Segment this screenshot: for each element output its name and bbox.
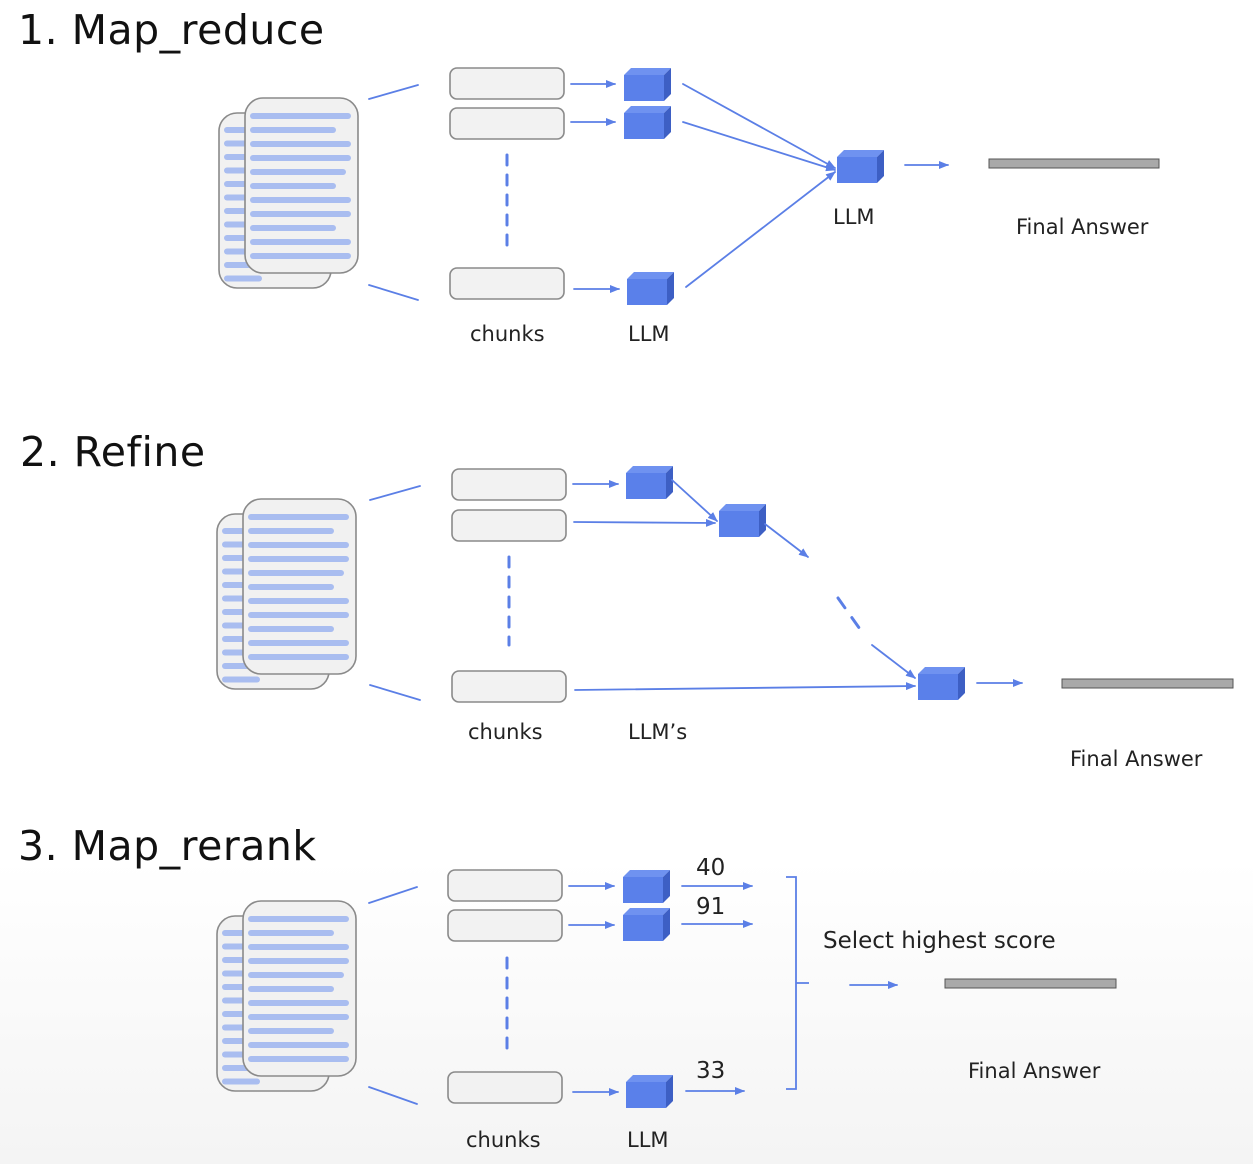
cube-front (627, 279, 667, 305)
cube-front (623, 915, 663, 941)
cube-top (719, 504, 766, 511)
final-answer-label: Final Answer (1016, 215, 1149, 239)
cube-front (624, 113, 664, 139)
llm-label: LLM (627, 1128, 669, 1152)
cube-top (623, 908, 670, 915)
llm-cube-icon (626, 1075, 673, 1108)
chunk-box (447, 1071, 563, 1104)
cube-side (663, 870, 670, 903)
cube-front (918, 674, 958, 700)
llm-cube-icon (623, 870, 670, 903)
arrow (871, 644, 916, 679)
documents-icon (216, 498, 357, 690)
split-line (368, 84, 419, 100)
split-line (369, 485, 421, 501)
cube-top (627, 272, 674, 279)
cube-top (837, 150, 884, 157)
split-line (368, 284, 419, 301)
cube-front (626, 1082, 666, 1108)
chunk-box (451, 670, 567, 703)
arrow (764, 523, 809, 558)
score-label: 33 (696, 1058, 726, 1084)
split-line (368, 886, 418, 904)
cube-side (667, 272, 674, 305)
llm-label: LLM (628, 322, 670, 346)
llm-cube-icon (626, 466, 673, 499)
llm-cube-icon (918, 667, 965, 700)
chunks-label: chunks (468, 720, 543, 744)
cube-side (664, 106, 671, 139)
final-answer-bar (944, 978, 1117, 989)
chunks-label: chunks (466, 1128, 541, 1152)
section-title-map-rerank: 3. Map_rerank (18, 822, 317, 870)
final-answer-bar (1061, 678, 1234, 689)
continuation-dashed-line (836, 596, 864, 634)
llm-cube-icon (719, 504, 766, 537)
cube-side (666, 466, 673, 499)
cube-top (626, 466, 673, 473)
split-line (368, 1086, 418, 1105)
documents-icon (218, 97, 359, 289)
cube-front (626, 473, 666, 499)
cube-side (958, 667, 965, 700)
cube-side (759, 504, 766, 537)
section-title-refine: 2. Refine (20, 428, 206, 476)
chunks-label: chunks (470, 322, 545, 346)
score-label: 40 (696, 855, 726, 881)
cube-side (664, 68, 671, 101)
arrow (682, 83, 836, 169)
arrow (574, 682, 916, 691)
score-label: 91 (696, 894, 726, 920)
chunk-box (449, 267, 565, 300)
chunk-box (451, 468, 567, 501)
llm-cube-icon (624, 68, 671, 101)
cube-top (624, 68, 671, 75)
split-line (369, 684, 421, 701)
arrow (573, 518, 716, 527)
selection-bracket (786, 876, 809, 1090)
chunk-box (447, 909, 563, 942)
final-answer-bar (988, 158, 1160, 169)
llm-cube-icon (627, 272, 674, 305)
select-highest-score-label: Select highest score (823, 928, 1056, 954)
reduce-llm-label: LLM (833, 205, 875, 229)
final-answer-label: Final Answer (968, 1059, 1101, 1083)
cube-top (624, 106, 671, 113)
cube-side (877, 150, 884, 183)
arrow (682, 121, 836, 172)
cube-side (666, 1075, 673, 1108)
cube-front (837, 157, 877, 183)
documents-icon (216, 900, 357, 1092)
llm-cube-icon (624, 106, 671, 139)
cube-front (719, 511, 759, 537)
chunk-box (447, 869, 563, 902)
cube-top (626, 1075, 673, 1082)
background-gradient (0, 860, 1253, 1164)
llm-cube-icon (623, 908, 670, 941)
chunk-box (449, 67, 565, 100)
section-title-map-reduce: 1. Map_reduce (18, 6, 325, 54)
cube-top (623, 870, 670, 877)
cube-front (624, 75, 664, 101)
final-answer-label: Final Answer (1070, 747, 1203, 771)
cube-front (623, 877, 663, 903)
llm-cube-icon (837, 150, 884, 183)
arrow (685, 171, 836, 288)
chunk-box (451, 509, 567, 542)
llms-label: LLM’s (628, 720, 688, 744)
cube-top (918, 667, 965, 674)
chunk-box (449, 107, 565, 140)
arrow (671, 479, 718, 522)
cube-side (663, 908, 670, 941)
